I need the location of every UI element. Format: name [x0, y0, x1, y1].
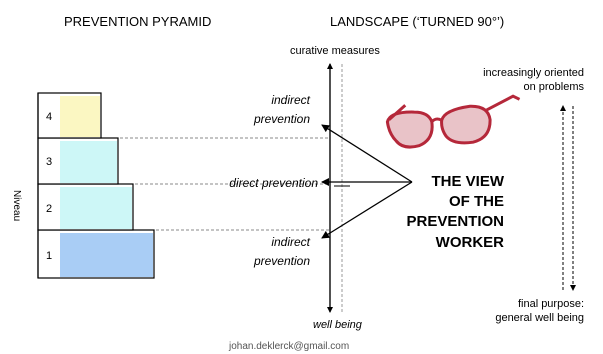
pyramid-level-4-fill [60, 96, 100, 137]
view-label-line3: PREVENTION [406, 213, 504, 230]
pyramid-axis-label: Niveau [11, 190, 22, 221]
pyramid-level-2-number: 2 [46, 203, 52, 215]
pyramid-level-4-number: 4 [46, 111, 52, 123]
indirect-prevention-top-line2: prevention [253, 112, 310, 126]
orientation-bottom-line2: general well being [495, 312, 584, 324]
glasses-lens-left [385, 110, 434, 149]
glasses-temple-left [388, 104, 407, 121]
orientation-top-line2: on problems [523, 81, 584, 93]
view-label: THE VIEW OF THE PREVENTION WORKER [406, 173, 504, 251]
glasses-icon [385, 94, 521, 149]
pyramid-level-1-number: 1 [46, 250, 52, 262]
glasses-bridge [430, 117, 443, 123]
pyramid: 4 3 2 1 [37, 92, 155, 279]
glasses-temple-right [486, 94, 521, 112]
arrow-indirect-bottom [321, 181, 413, 239]
view-label-line2: OF THE [449, 193, 504, 210]
pyramid-level-2-fill [60, 187, 132, 229]
landscape-title: LANDSCAPE (‘TURNED 90°’) [330, 14, 504, 29]
landscape-axis [327, 63, 343, 313]
glasses-lens-right [440, 104, 492, 145]
view-label-line1: THE VIEW [431, 173, 504, 190]
pyramid-level-3-number: 3 [46, 156, 52, 168]
curative-measures-label: curative measures [290, 45, 380, 57]
indirect-prevention-top-line1: indirect [271, 93, 310, 107]
pyramid-level-3-fill [60, 141, 117, 183]
orientation-arrows [560, 105, 576, 291]
view-arrows [321, 124, 413, 239]
level-connectors [120, 137, 330, 231]
indirect-prevention-bottom-line1: indirect [271, 235, 310, 249]
footer-email: johan.deklerck@gmail.com [228, 341, 349, 352]
direct-prevention-label: direct prevention [229, 176, 318, 190]
orientation-bottom-line1: final purpose: [518, 298, 584, 310]
pyramid-level-1-fill [60, 233, 153, 277]
arrow-indirect-top [321, 124, 413, 183]
orientation-top-line1: increasingly oriented [483, 67, 584, 79]
view-label-line4: WORKER [436, 234, 504, 251]
pyramid-title: PREVENTION PYRAMID [64, 14, 211, 29]
indirect-prevention-bottom-line2: prevention [253, 254, 310, 268]
well-being-label: well being [313, 319, 363, 331]
